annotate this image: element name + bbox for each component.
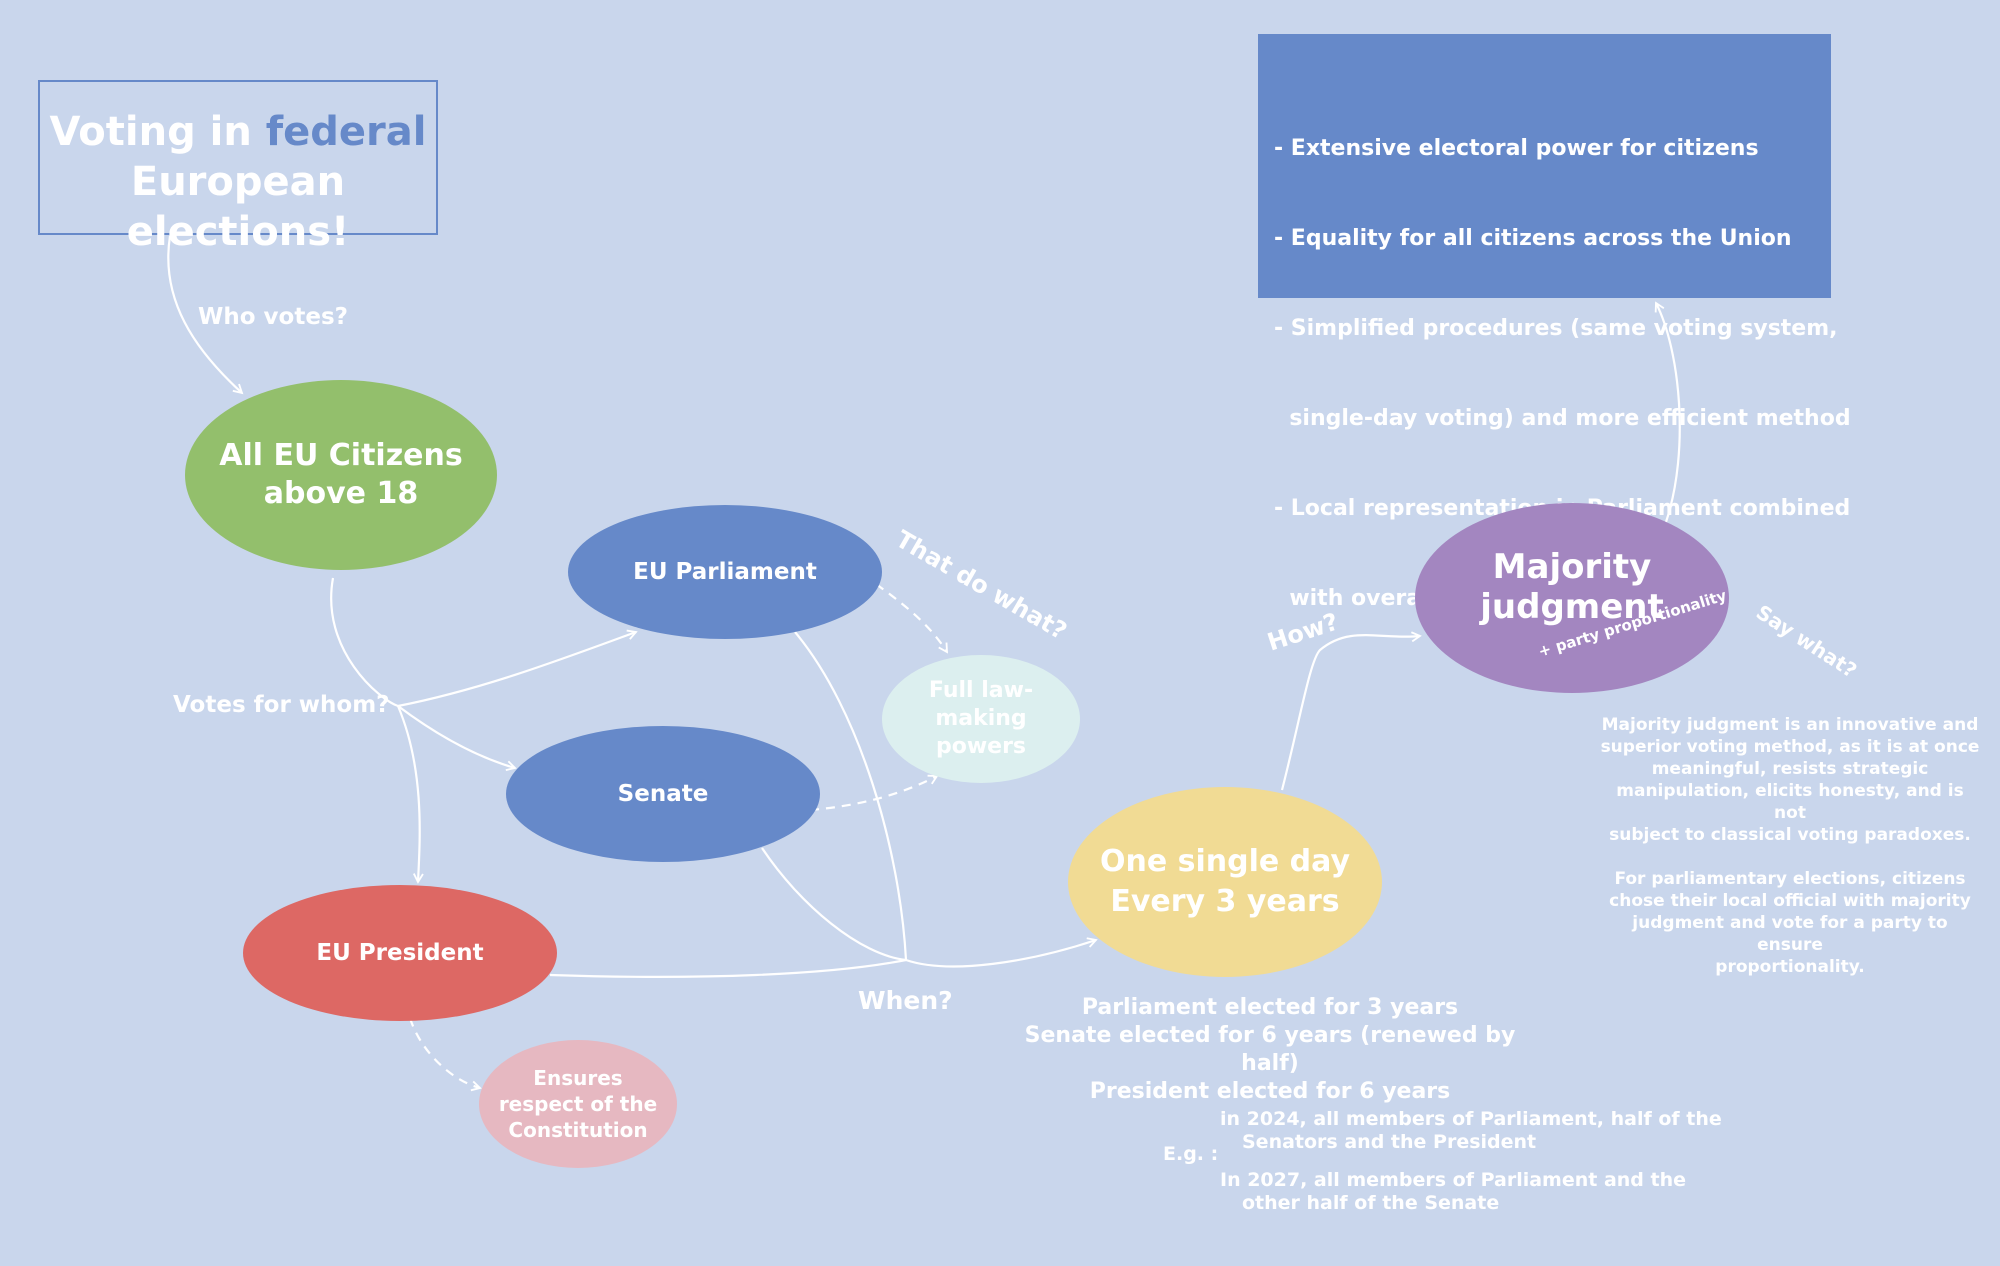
benefit-line: - Extensive electoral power for citizens (1274, 136, 1759, 161)
node-lawmaking-powers: Full law- making powers (882, 655, 1080, 783)
benefits-box: - Extensive electoral power for citizens… (1258, 34, 1851, 611)
arrow-to-president (396, 705, 420, 882)
node-eu-president: EU President (243, 885, 557, 1021)
node-majority-judgment: Majority judgment + party proportionalit… (1415, 503, 1729, 693)
node-constitution: Ensures respect of the Constitution (479, 1040, 677, 1168)
arrow-to-parliament (397, 632, 636, 708)
arrow-to-single-day (905, 940, 1096, 968)
node-single-day: One single day Every 3 years (1068, 787, 1382, 977)
node-senate: Senate (506, 726, 820, 862)
label-votes-for-whom: Votes for whom? (173, 692, 390, 718)
line-president-right (549, 958, 907, 978)
line-parliament-down (794, 631, 908, 961)
node-all-eu-citizens: All EU Citizens above 18 (185, 380, 497, 570)
label-who-votes: Who votes? (198, 304, 348, 330)
arrow-president-to-constitution (408, 1017, 480, 1088)
example-2024: in 2024, all members of Parliament, half… (1220, 1108, 1722, 1153)
arrow-majority-to-benefits (1656, 303, 1681, 523)
term-info: Parliament elected for 3 years Senate el… (1024, 995, 1516, 1104)
arrow-to-senate (397, 705, 515, 768)
line-senate-down (761, 847, 907, 962)
arrow-citizens-down (330, 577, 399, 708)
example-2027: In 2027, all members of Parliament and t… (1220, 1169, 1687, 1214)
example-prefix: E.g. : (1163, 1143, 1219, 1165)
arrow-senate-to-lawmaking (809, 776, 937, 812)
benefit-line: - Equality for all citizens across the U… (1274, 226, 1792, 251)
benefit-line: - Simplified procedures (same voting sys… (1274, 316, 1838, 341)
title-box: Voting in federal European elections! (38, 80, 438, 255)
title-line-2: European elections! (126, 159, 350, 255)
label-when: When? (858, 986, 953, 1015)
arrow-parliament-to-lawmaking (875, 583, 947, 652)
majority-explanation: Majority judgment is an innovative and s… (1600, 715, 1980, 977)
arrow-single-day-to-majority (1280, 635, 1420, 791)
node-eu-parliament: EU Parliament (568, 505, 882, 639)
title-line-1: Voting in federal (49, 109, 427, 155)
arrow-title-to-citizens (167, 235, 242, 393)
benefit-line: single-day voting) and more efficient me… (1274, 406, 1851, 431)
